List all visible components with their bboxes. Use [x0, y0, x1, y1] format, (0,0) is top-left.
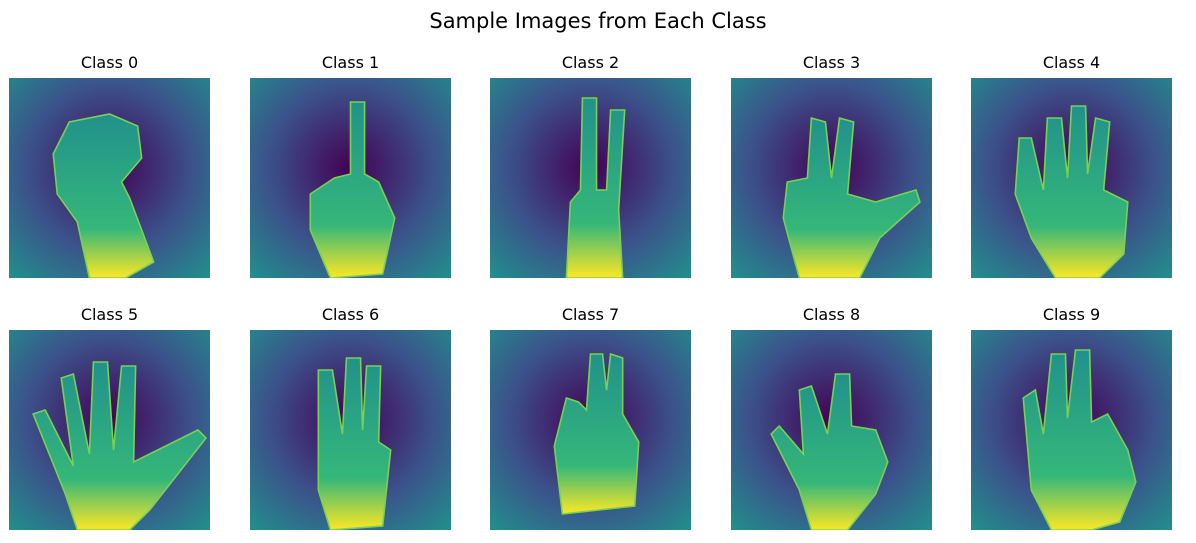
panel-class-3: Class 3 [731, 53, 932, 278]
panel-title: Class 8 [802, 305, 861, 324]
hand-sign-image [731, 330, 932, 530]
hand-sign-image [9, 330, 210, 530]
hand-sign-image [731, 78, 932, 278]
panel-title: Class 0 [80, 53, 139, 72]
panel-class-9: Class 9 [971, 305, 1172, 530]
hand-sign-image [250, 330, 451, 530]
hand-sign-image [490, 78, 691, 278]
hand-sign-image [250, 78, 451, 278]
figure-title: Sample Images from Each Class [429, 9, 767, 33]
panel-title: Class 7 [561, 305, 620, 324]
panel-title: Class 6 [321, 305, 380, 324]
panel-title: Class 9 [1042, 305, 1101, 324]
panel-class-8: Class 8 [731, 305, 932, 530]
panel-class-5: Class 5 [9, 305, 210, 530]
panel-class-1: Class 1 [250, 53, 451, 278]
panel-class-4: Class 4 [971, 53, 1172, 278]
hand-sign-image [971, 78, 1172, 278]
panel-title: Class 4 [1042, 53, 1101, 72]
panel-class-6: Class 6 [250, 305, 451, 530]
hand-sign-image [9, 78, 210, 278]
hand-sign-image [971, 330, 1172, 530]
panel-class-2: Class 2 [490, 53, 691, 278]
panel-class-7: Class 7 [490, 305, 691, 530]
panel-title: Class 2 [561, 53, 620, 72]
panel-title: Class 5 [80, 305, 139, 324]
panel-title: Class 1 [321, 53, 380, 72]
panel-class-0: Class 0 [9, 53, 210, 278]
panel-title: Class 3 [802, 53, 861, 72]
hand-sign-image [490, 330, 691, 530]
